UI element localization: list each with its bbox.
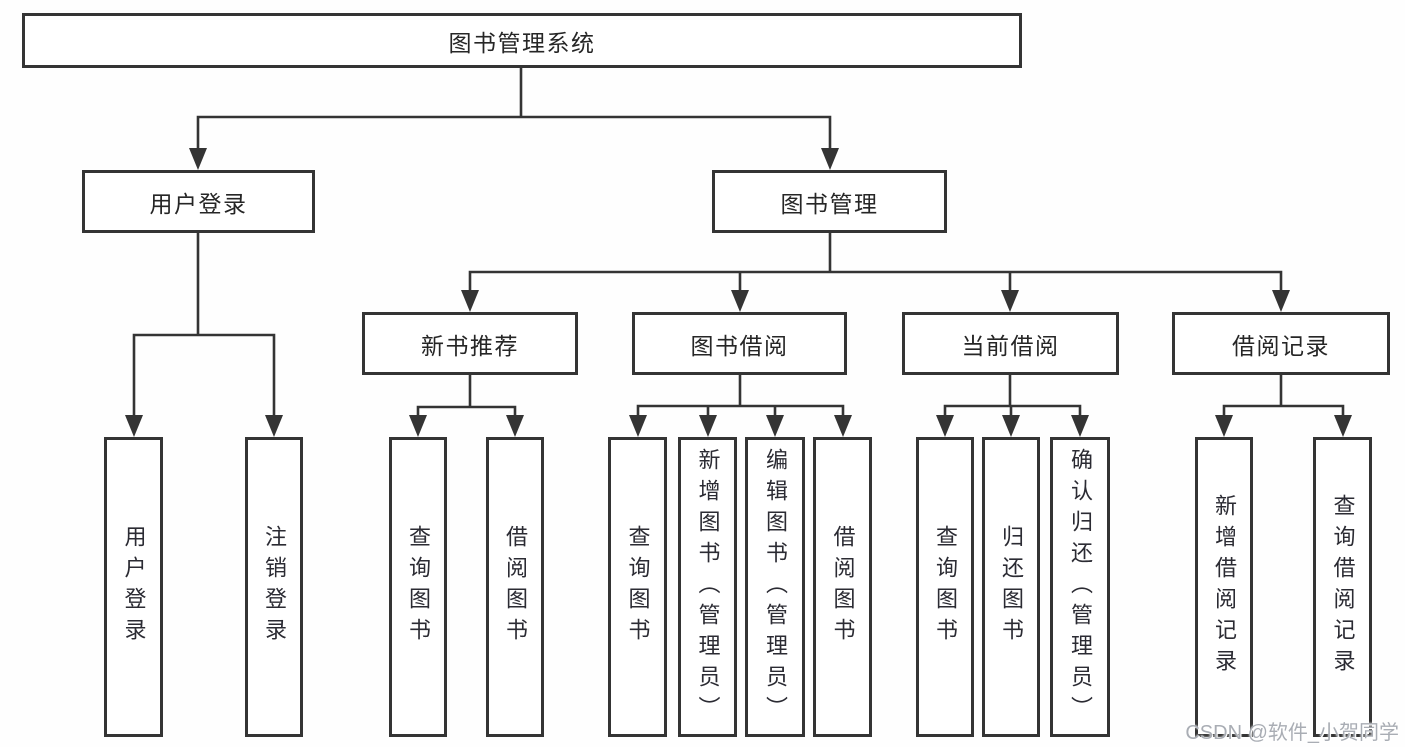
leaf-label: 查询借阅记录 xyxy=(1330,494,1356,680)
leaf-label: 确认归还（管理员） xyxy=(1068,447,1093,727)
arrow-down-icon xyxy=(821,148,839,170)
arrow-down-icon xyxy=(766,415,784,437)
leaf-label: 用户登录 xyxy=(121,525,147,649)
leaf-label: 查询图书 xyxy=(406,525,431,649)
node-library-system: 图书管理系统 xyxy=(22,13,1022,68)
leaf-edit-book-admin: 编辑图书（管理员） xyxy=(745,437,805,737)
leaf-query-books-recommend: 查询图书 xyxy=(389,437,447,737)
leaf-query-books-current: 查询图书 xyxy=(916,437,974,737)
arrow-down-icon xyxy=(936,415,954,437)
leaf-query-books-borrow: 查询图书 xyxy=(608,437,667,737)
leaf-query-borrow-record: 查询借阅记录 xyxy=(1313,437,1372,737)
arrowheads xyxy=(125,148,1352,437)
leaf-borrow-books: 借阅图书 xyxy=(813,437,872,737)
arrow-down-icon xyxy=(1001,290,1019,312)
csdn-watermark: CSDN @软件_小贺同学 xyxy=(1185,722,1399,744)
leaf-borrow-books-recommend: 借阅图书 xyxy=(486,437,544,737)
arrow-down-icon xyxy=(731,290,749,312)
arrow-down-icon xyxy=(834,415,852,437)
leaf-user-login: 用户登录 xyxy=(104,437,163,737)
arrow-down-icon xyxy=(265,415,283,437)
leaf-label: 查询图书 xyxy=(625,525,651,649)
arrow-down-icon xyxy=(506,415,524,437)
node-current-borrow: 当前借阅 xyxy=(902,312,1119,375)
leaf-label: 归还图书 xyxy=(999,525,1024,649)
leaf-label: 查询图书 xyxy=(933,525,958,649)
leaf-label: 编辑图书（管理员） xyxy=(763,447,788,727)
arrow-down-icon xyxy=(1071,415,1089,437)
leaf-label: 新增图书（管理员） xyxy=(695,447,721,727)
leaf-label: 新增借阅记录 xyxy=(1212,494,1237,680)
leaf-logout: 注销登录 xyxy=(245,437,303,737)
arrow-down-icon xyxy=(1002,415,1020,437)
leaf-return-books: 归还图书 xyxy=(982,437,1040,737)
leaf-confirm-return-admin: 确认归还（管理员） xyxy=(1050,437,1110,737)
leaf-label: 借阅图书 xyxy=(830,525,856,649)
leaf-add-book-admin: 新增图书（管理员） xyxy=(678,437,737,737)
node-user-login: 用户登录 xyxy=(82,170,315,233)
node-book-management: 图书管理 xyxy=(712,170,947,233)
node-new-book-recommend: 新书推荐 xyxy=(362,312,578,375)
arrow-down-icon xyxy=(629,415,647,437)
arrow-down-icon xyxy=(1334,415,1352,437)
arrow-down-icon xyxy=(1215,415,1233,437)
arrow-down-icon xyxy=(699,415,717,437)
leaf-label: 注销登录 xyxy=(262,525,287,649)
arrow-down-icon xyxy=(189,148,207,170)
node-book-borrow: 图书借阅 xyxy=(632,312,847,375)
arrow-down-icon xyxy=(409,415,427,437)
leaf-add-borrow-record: 新增借阅记录 xyxy=(1195,437,1253,737)
connector-path xyxy=(132,66,1345,421)
node-borrow-records: 借阅记录 xyxy=(1172,312,1390,375)
leaf-label: 借阅图书 xyxy=(503,525,528,649)
arrow-down-icon xyxy=(1272,290,1290,312)
arrow-down-icon xyxy=(461,290,479,312)
arrow-down-icon xyxy=(125,415,143,437)
